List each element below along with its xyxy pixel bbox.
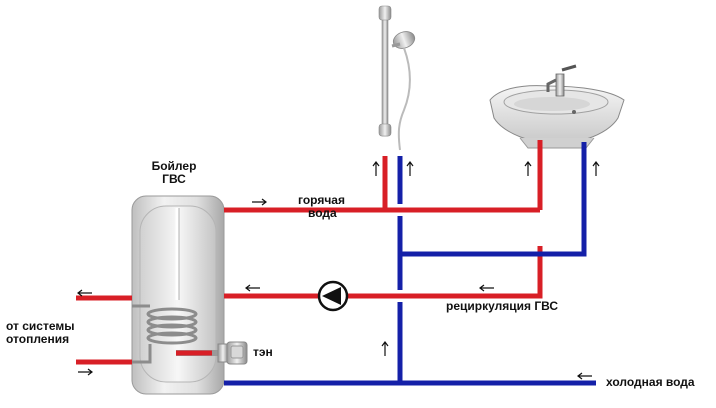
washbasin xyxy=(489,64,625,149)
heating-coil xyxy=(132,304,198,364)
hot-water-label: горячая вода xyxy=(298,194,345,220)
arrow-right-icon xyxy=(252,198,267,206)
arrow-up-icon xyxy=(406,161,414,176)
arrow-up-icon xyxy=(381,341,389,356)
arrow-left-icon xyxy=(77,289,92,297)
flow-arrows xyxy=(77,161,600,380)
boiler-label: Бойлер ГВС xyxy=(146,160,202,186)
boiler-label-line2: ГВС xyxy=(162,172,186,186)
heating-system-label: от системы отопления xyxy=(6,320,74,346)
arrow-up-icon xyxy=(524,161,532,176)
heating-system-label-line2: отопления xyxy=(6,332,70,346)
cold-water-pipes xyxy=(224,142,596,386)
boiler-tank xyxy=(131,195,225,395)
arrow-left-icon xyxy=(577,372,592,380)
circulation-pump xyxy=(317,280,349,312)
hot-water-label-line2: вода xyxy=(308,206,337,220)
arrow-left-icon xyxy=(479,284,494,292)
cold-water-label: холодная вода xyxy=(606,375,695,389)
arrow-left-icon xyxy=(245,284,260,292)
heating-system-label-line1: от системы xyxy=(6,319,75,333)
boiler-label-line1: Бойлер xyxy=(151,159,197,173)
arrow-up-icon xyxy=(372,161,380,176)
heater-label: тэн xyxy=(253,345,273,359)
arrow-up-icon xyxy=(592,161,600,176)
arrow-right-icon xyxy=(78,368,93,376)
shower-fixture xyxy=(378,5,416,151)
recirculation-label: рециркуляция ГВС xyxy=(446,299,559,313)
hot-water-label-line1: горячая xyxy=(298,193,345,207)
